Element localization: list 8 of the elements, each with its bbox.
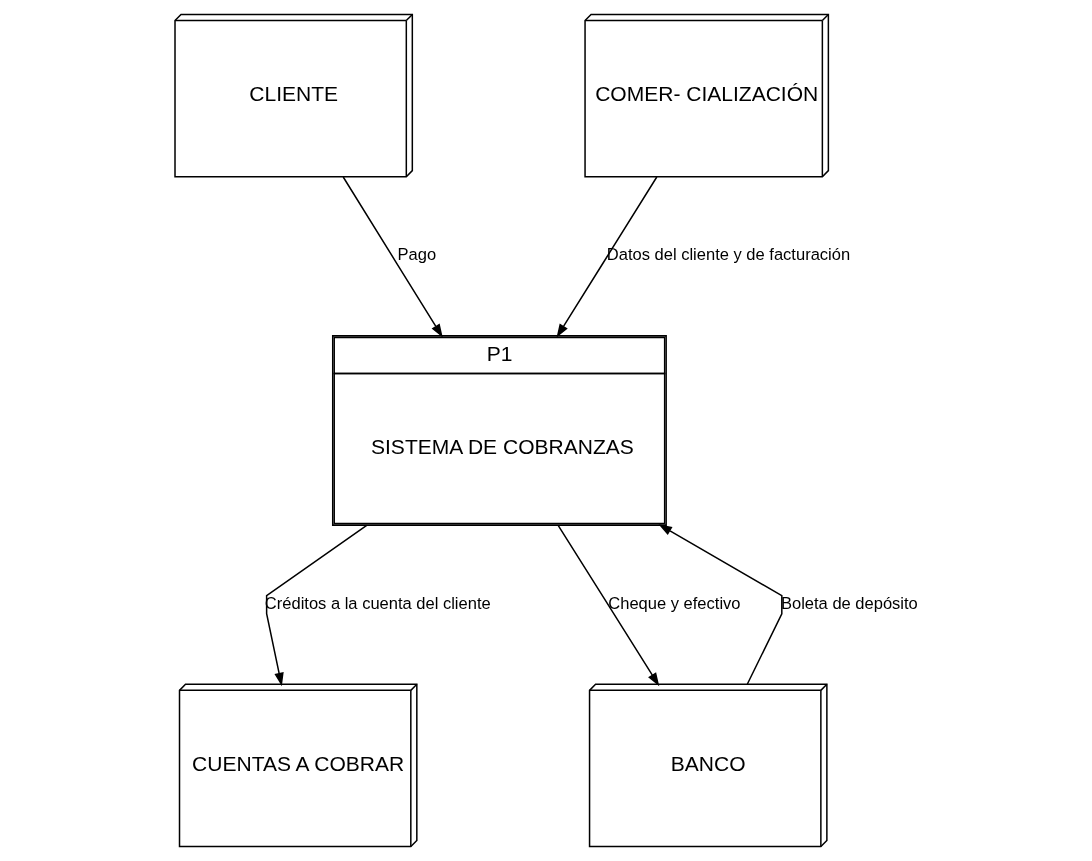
edge-label: Cheque y efectivo [608,593,741,613]
arrow [556,176,658,338]
edge-label: Datos del cliente y de facturación [606,245,851,265]
arrow [265,524,368,687]
arrow [658,524,783,685]
arrow [557,524,660,687]
edge-label: Pago [397,245,437,265]
arrow [342,176,443,338]
